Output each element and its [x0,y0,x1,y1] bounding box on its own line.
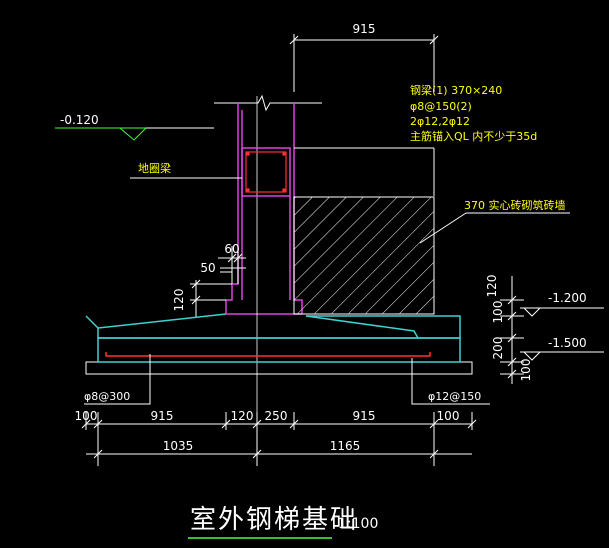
brick-wall-leader [419,212,467,244]
beam-note-line-1: 钢梁(1) 370×240 [410,83,502,97]
blinding-layer [85,361,473,375]
bottom-dimension-labels: 100 915 120 250 915 100 1035 1165 [75,409,460,453]
rebar-leaders [84,354,490,405]
step-60-label: 60 [224,242,239,256]
rebar-left-label: φ8@300 [84,390,130,403]
drawing-title: 室外钢梯基础 [190,505,358,535]
elevation-mark-b [520,351,604,361]
rebar-right-label: φ12@150 [428,390,481,403]
dim-100-left: 100 [75,409,98,423]
dim-250: 250 [265,409,288,423]
beam-note-line-3: 2φ12,2φ12 [410,115,470,128]
wall-outline [225,103,303,315]
brick-wall-label: 370 实心砖砌筑砖墙 [464,198,566,212]
right-dimension-lines [500,276,524,384]
right-dimension-labels: 120 100 200 100 [485,275,533,382]
brick-wall-hatch [293,196,435,315]
dim-100-right: 100 [437,409,460,423]
ground-elevation-mark [55,127,214,141]
dim-120: 120 [231,409,254,423]
dim-right-100-b: 100 [519,359,533,382]
dim-1165: 1165 [330,439,361,453]
ground-elevation-label: -0.120 [60,113,99,127]
elevation-mark-a [520,307,604,317]
elevation-b-label: -1.500 [548,336,587,350]
dim-right-200: 200 [491,337,505,360]
drawing-scale: 1:100 [338,516,378,532]
break-line [214,94,322,112]
top-dimension [289,34,439,92]
elevation-a-label: -1.200 [548,291,587,305]
step-120-label: 120 [172,289,186,312]
footing-rebar [105,352,431,357]
footing-base [97,337,461,363]
beam-note: 钢梁(1) 370×240 φ8@150(2) 2φ12,2φ12 主筋锚入QL… [410,83,537,143]
ground-beam [241,147,291,197]
dim-1035: 1035 [163,439,194,453]
step-50-label: 50 [200,261,215,275]
dim-915-right: 915 [353,409,376,423]
dim-right-120: 120 [485,275,499,298]
bottom-dimension-lines [81,412,477,466]
top-dimension-label: 915 [353,22,376,36]
beam-note-line-4: 主筋锚入QL 内不少于35d [410,129,537,143]
beam-note-line-2: φ8@150(2) [410,100,472,113]
footing-outline [85,313,461,339]
ground-beam-label: 地圈梁 [138,161,171,175]
dim-right-100: 100 [491,301,505,324]
dim-915-left: 915 [151,409,174,423]
step-dimensions [190,246,246,318]
